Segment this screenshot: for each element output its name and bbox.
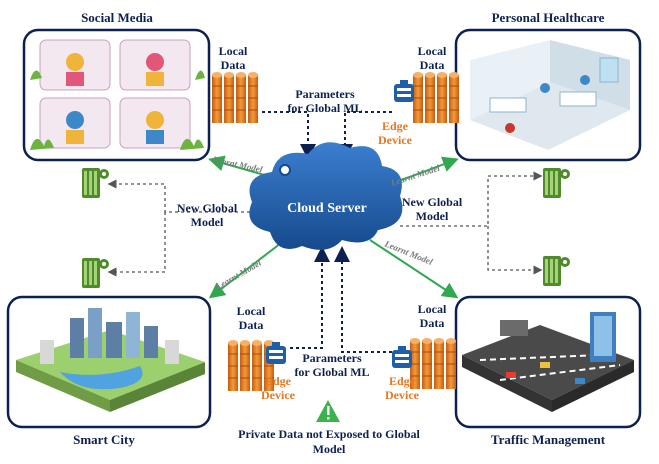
social-media-illustration <box>30 39 205 150</box>
local-data-top-left: Local Data <box>211 44 259 124</box>
panel-traffic-management: Traffic Management <box>454 295 642 447</box>
healthcare-illustration <box>470 40 630 150</box>
traffic-illustration <box>462 312 634 412</box>
learnt-model-label: Learnt Model <box>211 154 264 175</box>
local-data-top-right: Local Data Edge Device <box>378 44 460 147</box>
edge-device-icon <box>394 80 414 102</box>
edge-device-label: Edge <box>382 119 409 133</box>
local-data-label: Local <box>418 302 447 316</box>
server-icon <box>82 168 109 198</box>
parameter-arrows <box>262 111 392 353</box>
local-data-label: Local <box>219 44 248 58</box>
local-data-label: Data <box>239 318 264 332</box>
database-cylinders-icon <box>412 71 460 124</box>
panel-title-social-media: Social Media <box>81 10 153 25</box>
cloud-server: Cloud Server <box>249 142 403 250</box>
edge-device-label: Edge <box>389 374 416 388</box>
private-note: Model <box>313 442 346 456</box>
panel-personal-healthcare: Personal Healthcare <box>454 10 642 162</box>
learnt-model-label: Learnt Model <box>213 257 263 292</box>
new-global-model-label: Model <box>416 209 449 223</box>
server-icon <box>543 168 570 198</box>
cloud-server-label: Cloud Server <box>287 201 367 216</box>
learnt-model-label: Learnt Model <box>389 163 442 189</box>
local-data-label: Data <box>420 58 445 72</box>
smart-city-illustration <box>16 308 205 412</box>
local-data-bottom-left: Local Data Edge Device <box>227 304 296 402</box>
params-label: Parameters <box>295 87 355 101</box>
params-label-top: Parameters for Global ML <box>287 87 362 115</box>
panel-social-media: Social Media <box>22 10 211 162</box>
new-global-model-label: Model <box>191 215 224 229</box>
server-icon <box>543 256 570 286</box>
private-note: Private Data not Exposed to Global <box>238 427 420 441</box>
panel-smart-city: Smart City <box>6 295 212 447</box>
params-label-bottom: Parameters for Global ML <box>294 351 369 379</box>
new-global-model-arrows <box>107 171 543 277</box>
params-label: Parameters <box>302 351 362 365</box>
new-global-model-label: New Global <box>177 201 238 215</box>
database-cylinders-icon <box>211 71 259 124</box>
edge-device-label: Device <box>385 388 420 402</box>
new-global-model-label: New Global <box>402 195 463 209</box>
edge-device-label: Edge <box>265 374 292 388</box>
edge-device-icon <box>392 346 412 368</box>
server-icon <box>82 258 109 288</box>
edge-device-label: Device <box>378 133 413 147</box>
warning-icon <box>316 400 340 422</box>
params-label: for Global ML <box>287 101 362 115</box>
local-data-label: Local <box>418 44 447 58</box>
panel-title-traffic-management: Traffic Management <box>491 432 606 447</box>
new-global-model-left: New Global Model <box>177 201 238 229</box>
database-cylinders-icon <box>409 337 457 390</box>
panel-title-smart-city: Smart City <box>73 432 135 447</box>
panel-title-personal-healthcare: Personal Healthcare <box>492 10 605 25</box>
edge-device-label: Device <box>261 388 296 402</box>
new-global-model-right: New Global Model <box>402 195 463 223</box>
params-label: for Global ML <box>294 365 369 379</box>
local-data-bottom-right: Local Data Edge Device <box>385 302 457 402</box>
local-data-label: Data <box>420 316 445 330</box>
local-data-label: Local <box>237 304 266 318</box>
local-data-label: Data <box>221 58 246 72</box>
